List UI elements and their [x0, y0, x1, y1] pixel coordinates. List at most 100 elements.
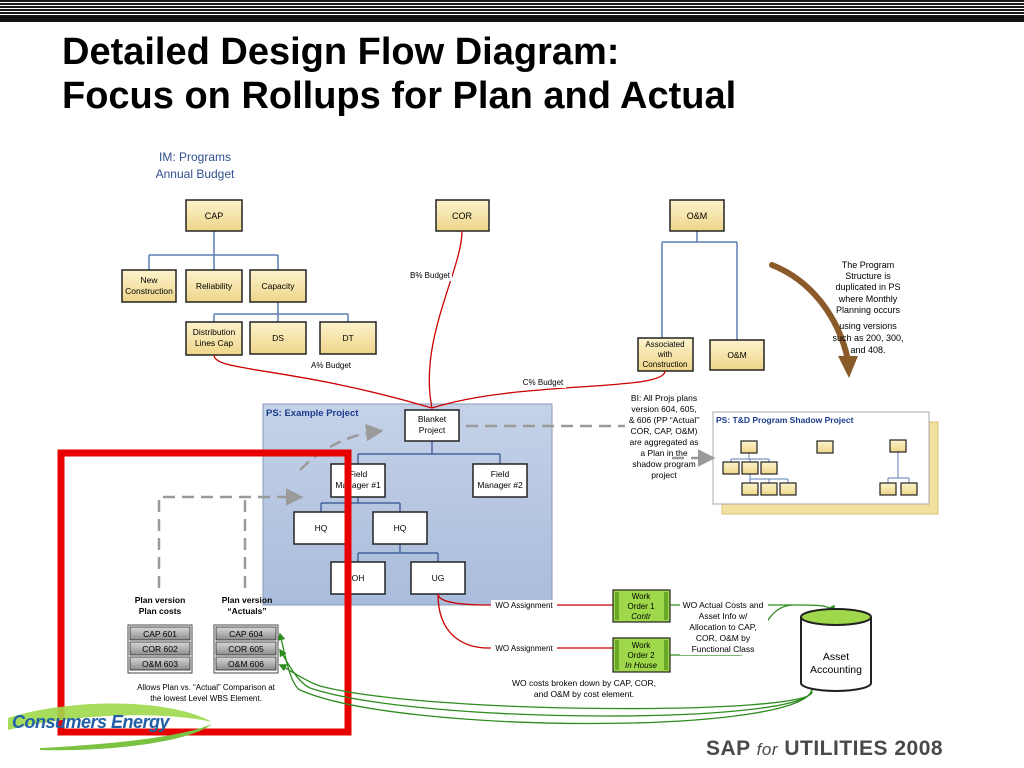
capacity-label: Capacity	[261, 281, 295, 291]
program-note-line6: using versions	[839, 321, 897, 331]
top-stripe	[0, 0, 1024, 22]
wo1-line2: Order 1	[627, 602, 655, 611]
plan-costs-header-line2: Plan costs	[139, 606, 182, 616]
work-order-1-box: Work Order 1 Contr	[612, 589, 671, 623]
title-line-2: Focus on Rollups for Plan and Actual	[62, 75, 737, 117]
brand-sap: SAP	[706, 737, 751, 760]
plan-actual-row-3-label: O&M 606	[228, 659, 264, 669]
plan-actuals-header-line2: “Actuals”	[227, 606, 266, 616]
wo-actual-note-line2: Asset Info w/	[699, 611, 748, 621]
program-note-line4: where Monthly	[838, 294, 898, 304]
hq2-label: HQ	[394, 523, 407, 533]
bi-note-line8: project	[651, 470, 677, 480]
plan-note: Allows Plan vs. “Actual” Comparison at t…	[137, 683, 276, 703]
plan-actual-row-2-label: COR 605	[228, 644, 264, 654]
program-note-line8: and 408.	[850, 345, 885, 355]
plan-actuals-table: CAP 604 COR 605 O&M 606	[213, 624, 279, 674]
field-manager-1-box: Field Manager #1	[330, 463, 386, 498]
cor-label: COR	[452, 211, 473, 221]
bi-note-line6: a Plan in the	[640, 448, 688, 458]
plan-actual-row: O&M 606	[215, 656, 277, 671]
plan-cost-row-2-label: COR 602	[142, 644, 178, 654]
plan-cost-row: CAP 601	[129, 626, 191, 641]
im-label-line1: IM: Programs	[159, 150, 231, 164]
plan-actual-row: CAP 604	[215, 626, 277, 641]
wo-actual-note-line3: Allocation to CAP,	[689, 622, 756, 632]
im-tree-connectors	[148, 231, 738, 340]
wo2-line3: In House	[625, 661, 658, 670]
dt-label: DT	[342, 333, 353, 343]
om-label: O&M	[687, 211, 708, 221]
wo-costs-note-line2: and O&M by cost element.	[534, 689, 634, 699]
hq-2-box: HQ	[372, 511, 428, 545]
distribution-line1: Distribution	[193, 327, 236, 337]
brand-for: for	[756, 740, 778, 759]
a-budget-label: A% Budget	[311, 361, 352, 370]
oh-box: OH	[330, 561, 386, 595]
program-structure-arrow	[769, 262, 858, 378]
consumers-energy-logo: Consumers Energy	[12, 712, 170, 733]
plan-cost-row-1-label: CAP 601	[143, 629, 177, 639]
cap-label: CAP	[205, 211, 224, 221]
associated-line2: with	[657, 350, 672, 359]
program-note: The Program Structure is duplicated in P…	[832, 260, 903, 355]
program-note-line3: duplicated in PS	[835, 282, 900, 292]
shadow-tree	[722, 439, 918, 496]
bi-note: BI: All Projs plans version 604, 605, & …	[629, 393, 699, 480]
b-budget-label: B% Budget	[410, 271, 451, 280]
plan-actual-row: COR 605	[215, 641, 277, 656]
field1-line2: Manager #1	[335, 480, 381, 490]
reliability-box: Reliability	[185, 269, 243, 303]
bi-note-line5: are aggregated as	[630, 437, 699, 447]
plan-note-line1: Allows Plan vs. “Actual” Comparison at	[137, 683, 276, 692]
wo2-line2: Order 2	[627, 651, 655, 660]
oh-label: OH	[352, 573, 365, 583]
distribution-lines-cap-box: Distribution Lines Cap	[185, 321, 243, 356]
wo-assign-2-bg	[491, 643, 557, 654]
wo-actual-note-line4: COR, O&M by	[696, 633, 751, 643]
plan-actuals-header: Plan version “Actuals”	[222, 595, 273, 616]
ps-tree-connectors	[320, 441, 501, 562]
ug-box: UG	[410, 561, 466, 595]
wo-red-lines	[437, 593, 613, 649]
budget-lines	[213, 230, 666, 409]
c-budget-label-bg	[520, 377, 566, 388]
new-construction-line2: Construction	[125, 286, 173, 296]
bi-note-line4: COR, CAP, O&M)	[631, 426, 698, 436]
associated-line3: Construction	[643, 360, 688, 369]
wo-assignment-2-label: WO Assignment	[495, 644, 553, 653]
distribution-line2: Lines Cap	[195, 338, 234, 348]
field2-line1: Field	[491, 469, 510, 479]
asset-accounting-line1: Asset	[823, 651, 849, 663]
wo-actual-note-line1: WO Actual Costs and	[683, 600, 764, 610]
hq1-label: HQ	[315, 523, 328, 533]
ug-label: UG	[432, 573, 445, 583]
shadow-project-panel	[712, 411, 939, 515]
wo2-line1: Work	[632, 641, 652, 650]
plan-cost-row: O&M 603	[129, 656, 191, 671]
plan-cost-row: COR 602	[129, 641, 191, 656]
wo-assign-1-bg	[491, 600, 557, 611]
new-construction-box: New Construction	[121, 269, 177, 303]
wo-actual-note-line5: Functional Class	[692, 644, 755, 654]
plan-costs-table: CAP 601 COR 602 O&M 603	[127, 624, 193, 674]
bi-note-line2: version 604, 605,	[631, 404, 696, 414]
ds-box: DS	[249, 321, 307, 355]
work-order-2-box: Work Order 2 In House	[612, 637, 671, 673]
bi-note-line1: BI: All Projs plans	[631, 393, 697, 403]
im-label-line2: Annual Budget	[156, 167, 235, 181]
wo-assignment-1-label: WO Assignment	[495, 601, 553, 610]
c-budget-label: C% Budget	[523, 378, 564, 387]
associated-line1: Associated	[645, 340, 684, 349]
gray-dashed-arrows	[157, 423, 716, 588]
plan-actuals-header-line1: Plan version	[222, 595, 273, 605]
wo1-line1: Work	[632, 592, 652, 601]
consumers-energy-logo-mark	[8, 703, 212, 751]
om-child-box: O&M	[709, 339, 765, 371]
program-note-line5: Planning occurs	[836, 305, 901, 315]
dt-box: DT	[319, 321, 377, 355]
capacity-box: Capacity	[249, 269, 307, 303]
reliability-label: Reliability	[196, 281, 233, 291]
page-title: Detailed Design Flow Diagram: Focus on R…	[62, 30, 736, 118]
